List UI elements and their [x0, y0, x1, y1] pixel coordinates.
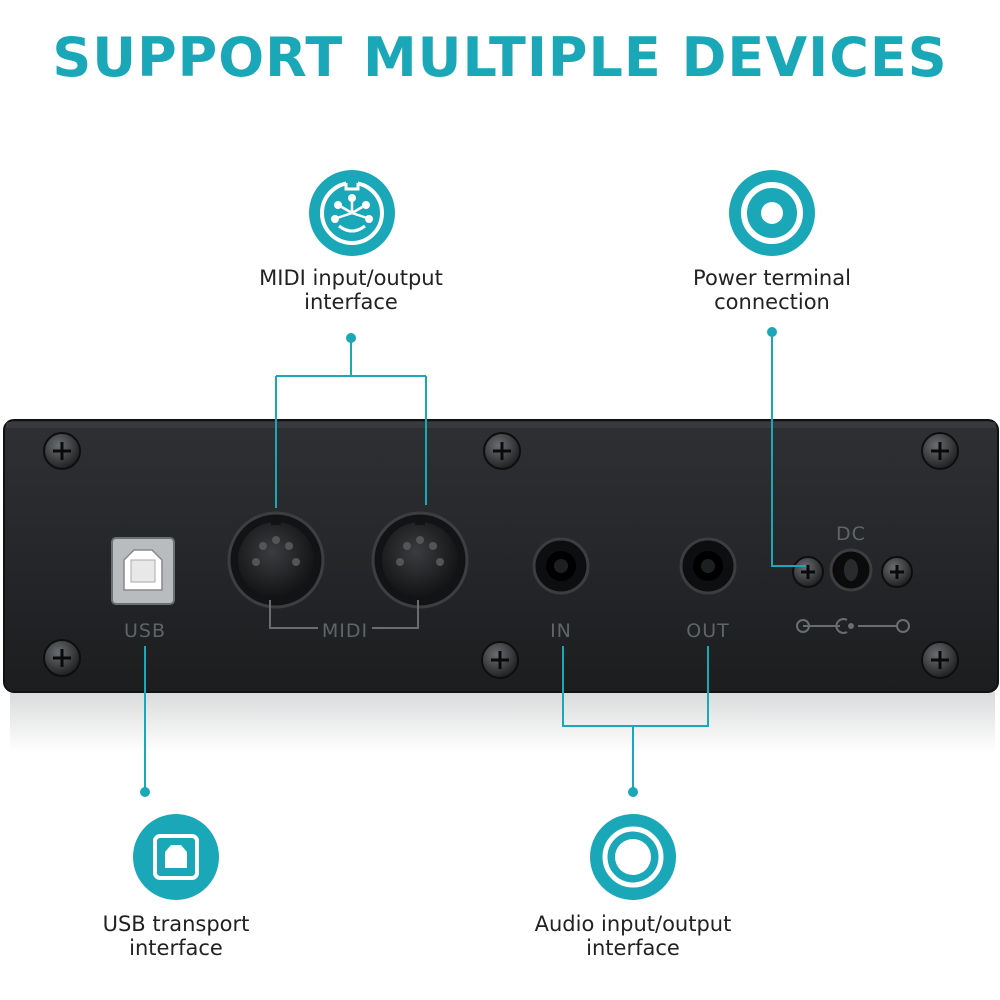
- usb-connector-dot: [140, 787, 150, 797]
- screw-icon: [921, 641, 959, 679]
- screw-icon: [43, 639, 81, 677]
- midi-connector-dot: [346, 333, 356, 343]
- power-callout-label: Power terminal connection: [632, 266, 912, 314]
- power-connector-dot: [767, 327, 777, 337]
- power-callout-line1: Power terminal: [693, 266, 851, 290]
- dc-panel-label: DC: [836, 523, 866, 545]
- screw-icon: [481, 641, 519, 679]
- audio-out-jack: [679, 537, 737, 595]
- midi-port-left: [227, 511, 325, 609]
- audio-callout-line2: interface: [586, 936, 680, 960]
- midi-connector-line: [275, 340, 427, 508]
- audio-in-jack: [532, 537, 590, 595]
- screw-icon: [921, 432, 959, 470]
- panel-reflection: [10, 692, 995, 752]
- midi-bracket: [269, 600, 419, 629]
- audio-callout-line1: Audio input/output: [534, 912, 732, 936]
- usb-b-icon: [133, 814, 219, 900]
- screws: [43, 432, 959, 679]
- power-connector-line: [771, 335, 806, 567]
- screw-icon: [792, 556, 824, 588]
- device-back-panel: [3, 419, 999, 693]
- power-callout-line2: connection: [714, 290, 830, 314]
- usb-callout-label: USB transport interface: [36, 912, 316, 960]
- midi-callout-line1: MIDI input/output: [259, 266, 443, 290]
- headline: SUPPORT MULTIPLE DEVICES: [52, 26, 948, 89]
- usb-panel-label: USB: [124, 620, 166, 642]
- audio-callout-label: Audio input/output interface: [493, 912, 773, 960]
- polarity-symbol: [796, 618, 910, 634]
- screw-icon: [483, 432, 521, 470]
- midi-panel-label: MIDI: [322, 620, 368, 642]
- audio-jack-icon: [590, 814, 676, 900]
- power-jack-icon: [729, 170, 815, 256]
- usb-port: [111, 537, 175, 605]
- screw-icon: [881, 556, 913, 588]
- usb-callout-line2: interface: [129, 936, 223, 960]
- midi-callout-line2: interface: [304, 290, 398, 314]
- midi-din-icon: [309, 170, 395, 256]
- out-panel-label: OUT: [686, 620, 729, 642]
- audio-connector-dot: [628, 787, 638, 797]
- audio-connector-line: [562, 646, 709, 790]
- screw-icon: [43, 432, 81, 470]
- midi-port-right: [371, 511, 469, 609]
- dc-power-jack: [829, 548, 873, 592]
- midi-callout-label: MIDI input/output interface: [211, 266, 491, 314]
- in-panel-label: IN: [550, 620, 572, 642]
- connector-lines: [144, 335, 806, 790]
- usb-callout-line1: USB transport: [102, 912, 250, 936]
